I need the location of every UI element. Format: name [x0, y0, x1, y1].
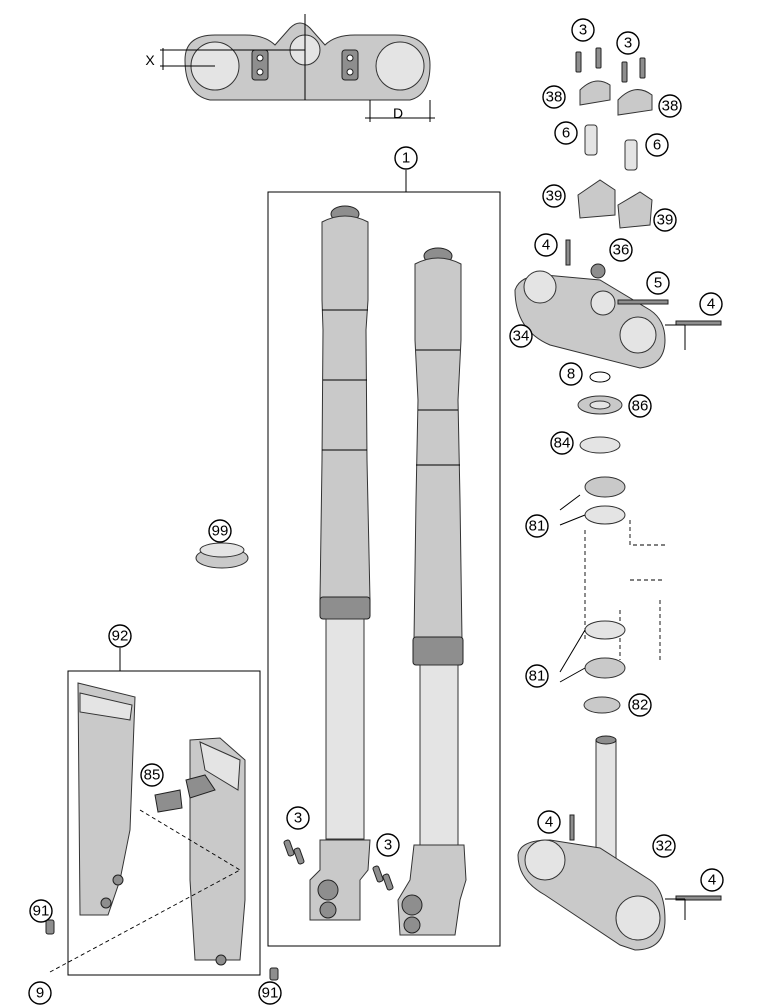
callout-32: 32	[652, 834, 676, 858]
callout-6b: 6	[645, 133, 669, 157]
svg-text:3: 3	[624, 35, 632, 52]
left-fork-leg	[309, 205, 371, 921]
svg-text:3: 3	[384, 837, 392, 854]
svg-text:34: 34	[513, 328, 530, 345]
svg-text:85: 85	[144, 767, 161, 784]
callout-4b: 4	[699, 292, 723, 316]
svg-text:4: 4	[707, 296, 715, 313]
svg-text:32: 32	[656, 838, 673, 855]
callout-38a: 38	[542, 85, 566, 109]
callout-91b: 91	[258, 981, 282, 1005]
callout-86: 86	[628, 394, 652, 418]
svg-text:4: 4	[542, 237, 550, 254]
svg-text:39: 39	[546, 188, 563, 205]
callout-99: 99	[208, 519, 232, 543]
svg-text:6: 6	[562, 125, 570, 142]
svg-text:39: 39	[657, 212, 674, 229]
svg-text:4: 4	[545, 814, 553, 831]
svg-text:9: 9	[36, 985, 44, 1002]
callout-3b: 3	[616, 31, 640, 55]
callout-85: 85	[140, 763, 164, 787]
callout-38b: 38	[658, 94, 682, 118]
svg-text:81: 81	[529, 518, 546, 535]
callout-81a: 81	[525, 514, 549, 538]
callout-84: 84	[550, 431, 574, 455]
svg-text:1: 1	[402, 150, 410, 167]
svg-text:4: 4	[708, 872, 716, 889]
clamp-bolts-left	[283, 839, 305, 865]
callout-36: 36	[609, 238, 633, 262]
svg-text:84: 84	[554, 435, 571, 452]
svg-text:82: 82	[632, 697, 649, 714]
callout-3c: 3	[286, 806, 310, 830]
dimension-d-label: D	[393, 105, 403, 121]
callout-91a: 91	[29, 899, 53, 923]
svg-text:8: 8	[567, 366, 575, 383]
nut-99	[195, 542, 249, 569]
dimension-x-label: X	[145, 52, 155, 68]
callout-9: 9	[28, 981, 52, 1005]
callout-8: 8	[559, 362, 583, 386]
clamp-bolts-right	[372, 865, 394, 891]
steering-parts	[514, 47, 722, 951]
callout-1: 1	[394, 146, 418, 170]
svg-text:36: 36	[613, 242, 630, 259]
svg-text:92: 92	[112, 628, 129, 645]
callout-34: 34	[509, 324, 533, 348]
svg-text:38: 38	[546, 89, 563, 106]
svg-text:38: 38	[662, 98, 679, 115]
callout-5: 5	[646, 271, 670, 295]
callout-6a: 6	[554, 121, 578, 145]
callout-3a: 3	[571, 18, 595, 42]
svg-text:91: 91	[262, 985, 279, 1002]
callout-81b: 81	[525, 664, 549, 688]
right-fork-leg	[397, 247, 467, 936]
svg-text:99: 99	[212, 523, 229, 540]
callout-4a: 4	[534, 233, 558, 257]
svg-text:3: 3	[579, 22, 587, 39]
triple-clamp-offset-diagram: X D	[145, 14, 435, 122]
callout-82: 82	[628, 693, 652, 717]
svg-text:6: 6	[653, 137, 661, 154]
callout-4c: 4	[537, 810, 561, 834]
fork-assembly	[267, 170, 501, 947]
fork-guard-assembly	[45, 648, 279, 981]
svg-text:86: 86	[632, 398, 649, 415]
callout-3d: 3	[376, 833, 400, 857]
svg-text:5: 5	[654, 275, 662, 292]
svg-text:91: 91	[33, 903, 50, 920]
callout-39a: 39	[542, 184, 566, 208]
svg-text:3: 3	[294, 810, 302, 827]
callout-92: 92	[108, 624, 132, 648]
svg-text:81: 81	[529, 668, 546, 685]
callout-4d: 4	[700, 868, 724, 892]
callout-39b: 39	[653, 208, 677, 232]
